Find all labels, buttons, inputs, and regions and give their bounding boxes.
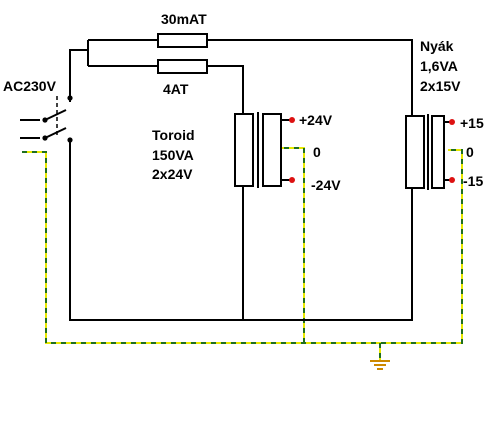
pcb-out-zero-label: 0 [466, 144, 474, 160]
protective-earth-wire [22, 147, 463, 360]
pcb-transformer [405, 114, 455, 190]
toroid-out-zero-label: 0 [313, 144, 321, 160]
pcb-power-label: 1,6VA [420, 58, 458, 74]
toroid-name-label: Toroid [152, 127, 195, 143]
fuse-4at [157, 59, 208, 74]
pcb-terminal-pos [449, 119, 455, 125]
toroid-out-pos-label: +24V [299, 112, 333, 128]
mains-wiring [20, 39, 413, 321]
pcb-voltage-label: 2x15V [420, 78, 461, 94]
fuse-30mat [157, 33, 208, 48]
toroid-terminal-pos [289, 117, 295, 123]
pcb-out-pos-label: +15 [460, 115, 484, 131]
toroid-terminal-neg [289, 177, 295, 183]
toroid-transformer [234, 112, 295, 188]
toroid-voltage-label: 2x24V [152, 166, 193, 182]
mains-switch [42, 95, 73, 143]
pcb-terminal-neg [449, 177, 455, 183]
fuse-top-label: 30mAT [161, 11, 207, 27]
fuse-bottom-label: 4AT [163, 81, 189, 97]
ground-symbol-icon [370, 360, 390, 370]
pcb-out-neg-label: -15 [463, 173, 483, 189]
mains-label: AC230V [3, 78, 57, 94]
toroid-out-neg-label: -24V [311, 177, 341, 193]
toroid-power-label: 150VA [152, 147, 194, 163]
pcb-name-label: Nyák [420, 38, 454, 54]
